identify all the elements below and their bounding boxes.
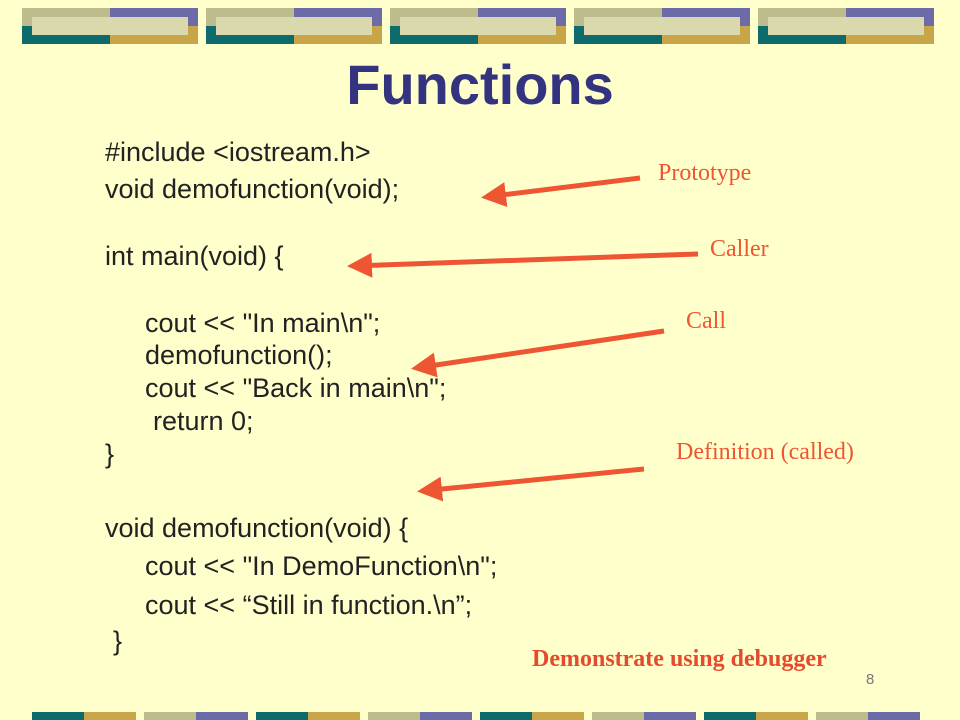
bottom-band-segment [308, 712, 360, 720]
slide-title: Functions [346, 53, 614, 116]
code-line-cout-still-in: cout << “Still in function.\n”; [145, 590, 473, 620]
bottom-band-segment [480, 712, 532, 720]
top-band-tile [206, 8, 382, 44]
label-caller: Caller [710, 236, 769, 262]
bottom-band-segment [196, 712, 248, 720]
bottom-band-segment [592, 712, 644, 720]
top-band-tile [390, 8, 566, 44]
label-definition: Definition (called) [676, 439, 854, 465]
arrow-call [411, 328, 665, 378]
code-line-prototype: void demofunction(void); [105, 174, 400, 204]
top-band-tile [574, 8, 750, 44]
code-line-definition-header: void demofunction(void) { [105, 513, 409, 543]
bottom-band-segment [868, 712, 920, 720]
label-prototype: Prototype [658, 160, 752, 186]
bottom-band-segment [532, 712, 584, 720]
arrow-prototype [481, 175, 641, 207]
bottom-band-segment [84, 712, 136, 720]
bottom-band-segment [32, 712, 84, 720]
code-line-definition-close: } [113, 626, 123, 656]
bottom-band-segment [368, 712, 420, 720]
code-line-cout-in-main: cout << "In main\n"; [145, 308, 381, 338]
bottom-band-segment [256, 712, 308, 720]
bottom-band-segment [704, 712, 756, 720]
page-number: 8 [866, 671, 875, 688]
top-band-tile [22, 8, 198, 44]
arrow-definition [417, 466, 645, 502]
bottom-band-segment [816, 712, 868, 720]
code-line-call: demofunction(); [145, 340, 333, 370]
label-call: Call [686, 308, 726, 334]
bottom-band-segment [144, 712, 196, 720]
code-line-include: #include <iostream.h> [105, 137, 371, 167]
label-demonstrate-debugger: Demonstrate using debugger [532, 646, 827, 672]
arrow-caller [347, 251, 699, 278]
code-line-cout-in-demo: cout << "In DemoFunction\n"; [145, 551, 498, 581]
code-line-cout-back-in-main: cout << "Back in main\n"; [145, 373, 447, 403]
code-line-main-header: int main(void) { [105, 241, 284, 271]
bottom-band-segment [420, 712, 472, 720]
top-band-tile [758, 8, 934, 44]
bottom-band-segment [644, 712, 696, 720]
code-line-return: return 0; [153, 406, 254, 436]
bottom-band-segment [756, 712, 808, 720]
code-line-main-close: } [105, 439, 115, 469]
